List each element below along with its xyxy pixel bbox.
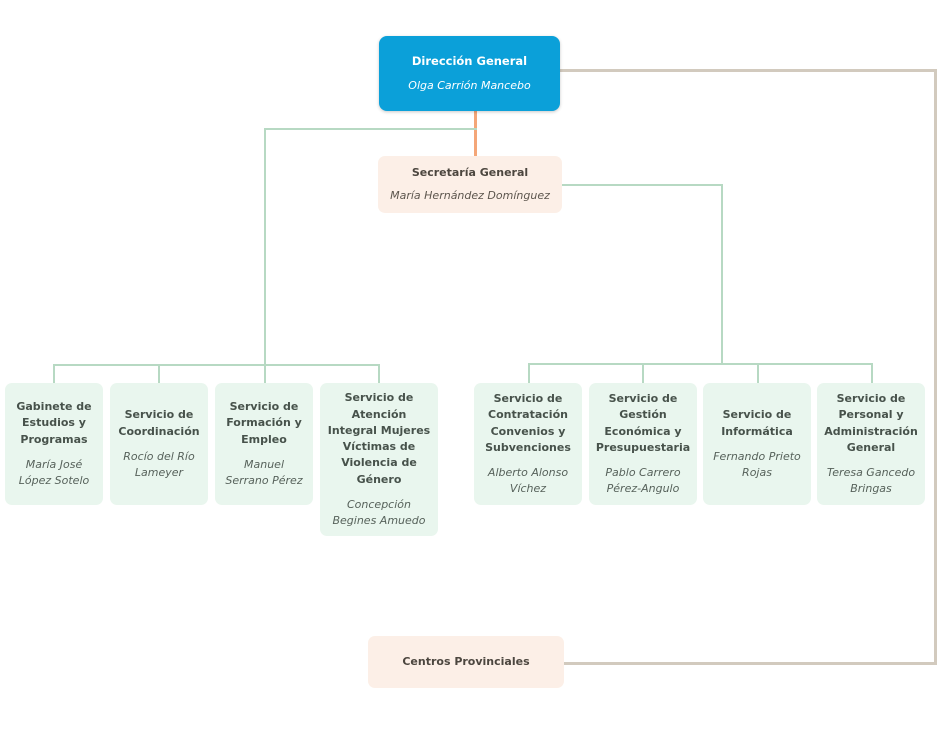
connector-drop-informatica [757,363,759,384]
node-person: Teresa Gancedo Bringas [826,466,916,496]
org-node-servicio-atencion-integral: Servicio de Atención Integral Mujeres Ví… [320,383,438,536]
org-node-servicio-personal-administracion: Servicio de Personal y Administración Ge… [817,383,925,505]
org-node-servicio-informatica: Servicio de Informática Fernando Prieto … [703,383,811,505]
node-person: Rocío del Río Lameyer [123,449,195,479]
org-node-gabinete-estudios-programas: Gabinete de Estudios y Programas María J… [5,383,103,505]
org-node-direccion-general: Dirección General Olga Carrión Mancebo [379,36,560,111]
connector-left-branch-rail [53,364,380,366]
node-person: Alberto Alonso Víchez [487,466,569,496]
node-title: Servicio de Informática [721,408,793,438]
connector-root-to-centros-top [560,69,937,72]
node-title: Centros Provinciales [402,654,530,668]
connector-left-branch-top [264,128,477,130]
connector-drop-personal [871,363,873,384]
connector-drop-formacion [264,364,266,384]
org-node-servicio-coordinacion: Servicio de Coordinación Rocío del Río L… [110,383,208,505]
node-person: María Hernández Domínguez [390,188,550,202]
node-title: Servicio de Atención Integral Mujeres Ví… [327,391,431,486]
org-node-servicio-formacion-empleo: Servicio de Formación y Empleo Manuel Se… [215,383,313,505]
connector-root-to-secretariat [474,110,477,157]
node-title: Secretaría General [411,166,529,180]
connector-right-branch-vertical [721,184,723,365]
connector-drop-gabinete [53,364,55,384]
connector-root-to-centros-bottom [564,662,937,665]
node-person: Manuel Serrano Pérez [225,457,303,487]
org-node-secretaria-general: Secretaría General María Hernández Domín… [378,156,562,213]
node-person: Fernando Prieto Rojas [713,449,801,479]
connector-root-to-centros-vertical [934,69,937,665]
connector-left-branch-vertical [264,128,266,366]
node-person: Pablo Carrero Pérez-Angulo [605,466,681,496]
connector-right-branch-rail [528,363,873,365]
org-node-servicio-gestion-economica: Servicio de Gestión Económica y Presupue… [589,383,697,505]
connector-drop-contratacion [528,363,530,384]
node-person: Concepción Begines Amuedo [332,497,426,527]
connector-drop-gestion [642,363,644,384]
node-title: Servicio de Gestión Económica y Presupue… [595,392,691,454]
node-title: Servicio de Personal y Administración Ge… [824,392,918,454]
node-title: Dirección General [411,54,528,69]
connector-secretariat-to-right-branch [562,184,723,186]
org-node-centros-provinciales: Centros Provinciales [368,636,564,688]
node-title: Servicio de Contratación Convenios y Sub… [485,392,571,454]
connector-drop-coordinacion [158,364,160,384]
connector-drop-atencion-integral [378,364,380,384]
node-title: Servicio de Formación y Empleo [226,400,302,446]
node-person: María José López Sotelo [18,457,90,487]
node-person: Olga Carrión Mancebo [408,79,531,93]
node-title: Servicio de Coordinación [118,408,200,438]
node-title: Gabinete de Estudios y Programas [16,400,92,446]
org-node-servicio-contratacion: Servicio de Contratación Convenios y Sub… [474,383,582,505]
